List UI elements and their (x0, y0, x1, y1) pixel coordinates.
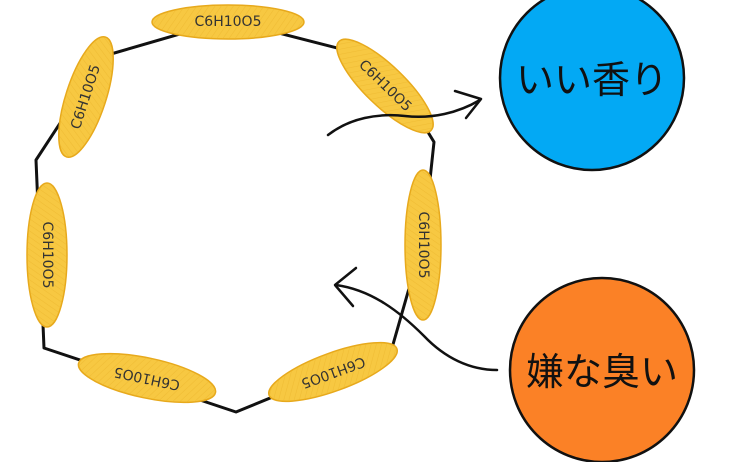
glucose-unit-3: C6H10O5 (404, 169, 442, 321)
glucose-unit-7: C6H10O5 (58, 36, 114, 158)
release-arrowhead (453, 89, 483, 120)
glucose-unit-6: C6H10O5 (26, 182, 68, 328)
capture-arrowhead (333, 266, 358, 308)
capture-arrow (334, 283, 499, 372)
bad-smell-label: 嫌な臭い (526, 350, 678, 394)
good-smell-node: いい香り (498, 0, 686, 172)
glucose-unit-label: C6H10O5 (39, 222, 55, 289)
good-smell-label: いい香り (516, 58, 668, 102)
glucose-unit-2: C6H10O5 (336, 38, 434, 134)
glucose-unit-label: C6H10O5 (195, 14, 262, 30)
glucose-unit-5: C6H10O5 (77, 352, 217, 404)
glucose-unit-1: C6H10O5 (151, 4, 305, 40)
release-arrow (326, 98, 482, 137)
glucose-unit-label: C6H10O5 (415, 212, 431, 279)
bad-smell-node: 嫌な臭い (508, 276, 696, 462)
glucose-unit-4: C6H10O5 (268, 341, 398, 403)
